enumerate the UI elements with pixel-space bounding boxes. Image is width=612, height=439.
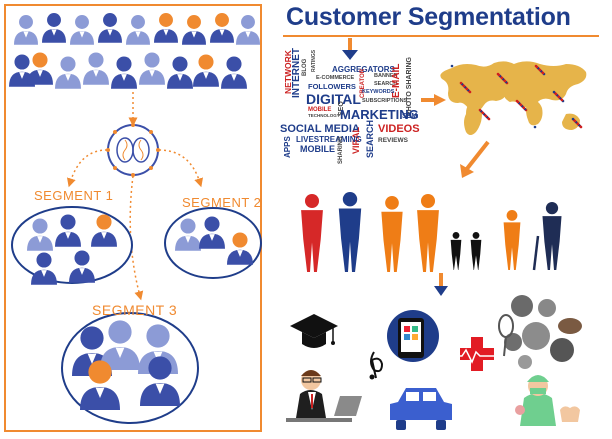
marketing-word-cloud: NETWORK INTERNET BLOG RATINGS AGGREGATOR… bbox=[278, 48, 420, 164]
person-icon bbox=[70, 15, 94, 45]
word: RATINGS bbox=[311, 49, 317, 72]
person-icon bbox=[140, 356, 180, 406]
person-icon bbox=[221, 56, 247, 89]
word: MOBILE bbox=[308, 107, 332, 113]
person-icon bbox=[175, 218, 201, 251]
person-icon bbox=[193, 54, 219, 87]
segmentation-panel bbox=[4, 4, 262, 432]
child-figure bbox=[450, 232, 462, 270]
parent-figure bbox=[417, 194, 439, 272]
sports-balls-icon bbox=[498, 295, 582, 369]
customer-crowd bbox=[9, 13, 260, 89]
person-icon bbox=[27, 218, 53, 251]
person-icon bbox=[55, 56, 81, 89]
page-title: Customer Segmentation bbox=[286, 3, 571, 31]
word: SHARING bbox=[338, 136, 344, 164]
person-icon bbox=[126, 15, 150, 45]
office-worker-icon bbox=[286, 370, 362, 422]
person-icon bbox=[111, 56, 137, 89]
child-figure bbox=[470, 232, 482, 270]
person-icon bbox=[167, 56, 193, 89]
brain-icon bbox=[106, 123, 160, 177]
segment-2-label: SEGMENT 2 bbox=[182, 195, 262, 210]
smartphone-icon bbox=[387, 310, 439, 362]
word: REVIEWS bbox=[378, 137, 408, 144]
word: BANNER bbox=[374, 73, 398, 79]
word: VIDEOS bbox=[378, 123, 420, 135]
title-underline bbox=[283, 35, 599, 37]
person-icon bbox=[182, 15, 206, 45]
word: MARKETING bbox=[340, 107, 419, 122]
word: SEARCH bbox=[365, 119, 375, 158]
person-icon bbox=[55, 214, 81, 247]
person-icon bbox=[31, 252, 57, 285]
person-icon bbox=[27, 52, 53, 85]
person-icon bbox=[199, 216, 225, 249]
segment-1-label: SEGMENT 1 bbox=[34, 188, 114, 203]
person-icon bbox=[91, 214, 117, 247]
word: APPS bbox=[283, 136, 292, 158]
doctor-icon bbox=[515, 375, 580, 426]
person-icon bbox=[227, 232, 253, 265]
word: SUBSCRIPTIONS bbox=[362, 98, 408, 104]
elderly-man-figure bbox=[542, 202, 562, 270]
world-map-icon bbox=[440, 61, 587, 135]
person-icon bbox=[42, 13, 66, 43]
person-icon bbox=[69, 250, 95, 283]
word: FOLLOWERS bbox=[308, 82, 356, 91]
car-icon bbox=[390, 388, 452, 430]
word: KEYWORDS bbox=[362, 89, 395, 95]
person-icon bbox=[139, 52, 165, 85]
word: SOCIAL MEDIA bbox=[280, 123, 360, 135]
person-icon bbox=[83, 52, 109, 85]
word: DIGITAL bbox=[306, 91, 361, 107]
graduation-cap-icon bbox=[290, 314, 338, 348]
segment-3-label: SEGMENT 3 bbox=[92, 302, 178, 318]
word: MOBILE bbox=[300, 144, 335, 154]
man-figure bbox=[338, 192, 362, 272]
word: LIVESTREAMING bbox=[296, 135, 362, 144]
person-icon bbox=[98, 13, 122, 43]
elderly-woman-figure bbox=[503, 210, 521, 270]
person-icon bbox=[210, 13, 234, 43]
word: E-COMMERCE bbox=[316, 75, 355, 81]
word: SEM bbox=[402, 113, 418, 120]
word: BLOG bbox=[302, 58, 308, 76]
woman-figure bbox=[301, 194, 323, 272]
music-note-icon bbox=[369, 351, 384, 380]
person-icon bbox=[100, 320, 140, 370]
person-icon bbox=[154, 13, 178, 43]
word: TECHNOLOGY bbox=[308, 113, 340, 118]
word: INTERNET bbox=[291, 48, 302, 98]
word: AGGREGATORS bbox=[332, 65, 395, 74]
demographic-people-row bbox=[301, 192, 562, 272]
word: SEARCH bbox=[374, 81, 398, 87]
person-icon bbox=[14, 15, 38, 45]
walking-cane-icon bbox=[532, 235, 540, 271]
person-icon bbox=[236, 15, 260, 45]
parent-figure bbox=[381, 196, 403, 272]
medical-cross-icon bbox=[452, 337, 500, 371]
person-icon bbox=[80, 360, 120, 410]
